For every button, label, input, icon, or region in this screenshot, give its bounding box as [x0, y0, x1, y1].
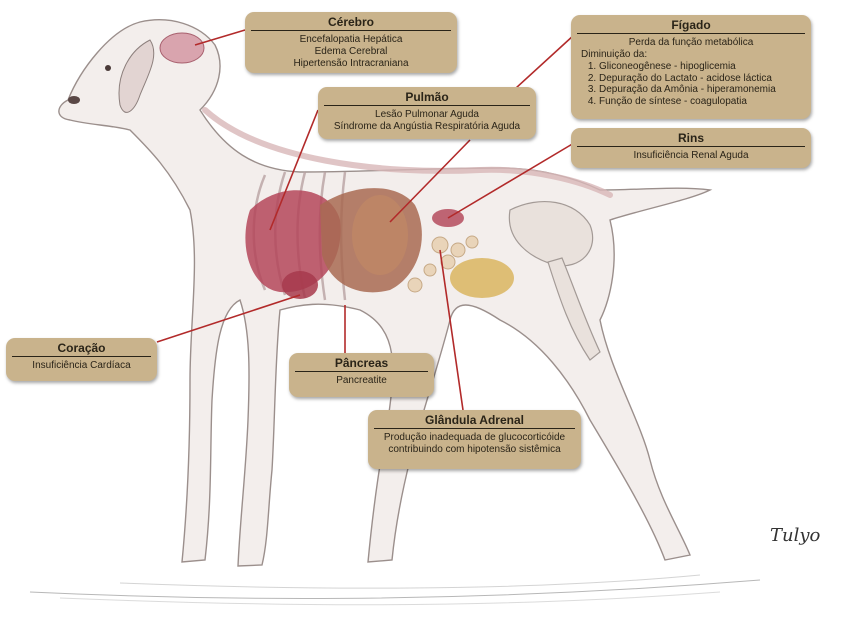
- cerebro-line-1: Encefalopatia Hepática: [299, 34, 403, 45]
- cerebro-line-2: Edema Cerebral: [314, 46, 388, 57]
- label-title-rins: Rins: [577, 128, 805, 147]
- brain-organ: [159, 32, 205, 64]
- label-title-pulmao: Pulmão: [324, 87, 530, 106]
- label-title-figado: Fígado: [577, 15, 805, 34]
- connector-pulmao-2: [389, 139, 471, 223]
- label-title-cerebro: Cérebro: [251, 12, 451, 31]
- connector-pulmao: [269, 109, 319, 231]
- adrenal-line-2: contribuindo com hipotensão sistêmica: [388, 444, 561, 455]
- connector-cerebro: [194, 29, 246, 46]
- artist-signature: Tulyo: [770, 525, 821, 546]
- figado-item-2: Depuração do Lactato - acidose láctica: [599, 73, 805, 85]
- label-box-pancreas: Pâncreas Pancreatite: [289, 353, 434, 397]
- figado-item-3: Depuração da Amônia - hiperamonemia: [599, 84, 805, 96]
- label-box-rins: Rins Insuficiência Renal Aguda: [571, 128, 811, 168]
- stomach-organ: [352, 195, 408, 275]
- label-box-pulmao: Pulmão Lesão Pulmonar Aguda Síndrome da …: [318, 87, 536, 139]
- lung-organ: [245, 190, 341, 293]
- figado-lead: Perda da função metabólica: [628, 37, 754, 48]
- figado-list: Gliconeogênese - hipoglicemia Depuração …: [577, 61, 805, 107]
- pancreas-line-1: Pancreatite: [336, 375, 387, 386]
- figado-sub: Diminuição da:: [581, 49, 648, 60]
- figado-item-4: Função de síntese - coagulopatia: [599, 96, 805, 108]
- label-title-coracao: Coração: [12, 338, 151, 357]
- label-title-adrenal: Glândula Adrenal: [374, 410, 575, 429]
- cerebro-line-3: Hipertensão Intracraniana: [293, 58, 409, 69]
- ground-shadow: [29, 574, 761, 606]
- connector-rins: [447, 142, 575, 219]
- connector-adrenal: [439, 249, 464, 411]
- hind-bones: [508, 201, 601, 361]
- pulmao-line-1: Lesão Pulmonar Aguda: [375, 109, 479, 120]
- label-box-cerebro: Cérebro Encefalopatia Hepática Edema Cer…: [245, 12, 457, 73]
- adrenal-line-1: Produção inadequada de glucocorticóide: [383, 432, 566, 443]
- label-box-adrenal: Glândula Adrenal Produção inadequada de …: [368, 410, 581, 469]
- rins-line-1: Insuficiência Renal Aguda: [633, 150, 749, 161]
- label-box-figado: Fígado Perda da função metabólica Diminu…: [571, 15, 811, 119]
- coracao-line-1: Insuficiência Cardíaca: [32, 360, 131, 371]
- label-box-coracao: Coração Insuficiência Cardíaca: [6, 338, 157, 381]
- spine: [202, 107, 613, 198]
- figado-item-1: Gliconeogênese - hipoglicemia: [599, 61, 805, 73]
- heart-organ: [282, 271, 318, 299]
- bladder-organ: [450, 258, 514, 298]
- pulmao-line-2: Síndrome da Angústia Respiratória Aguda: [333, 121, 521, 132]
- connector-lines: [156, 29, 575, 411]
- connector-coracao: [156, 294, 301, 343]
- label-title-pancreas: Pâncreas: [295, 353, 428, 372]
